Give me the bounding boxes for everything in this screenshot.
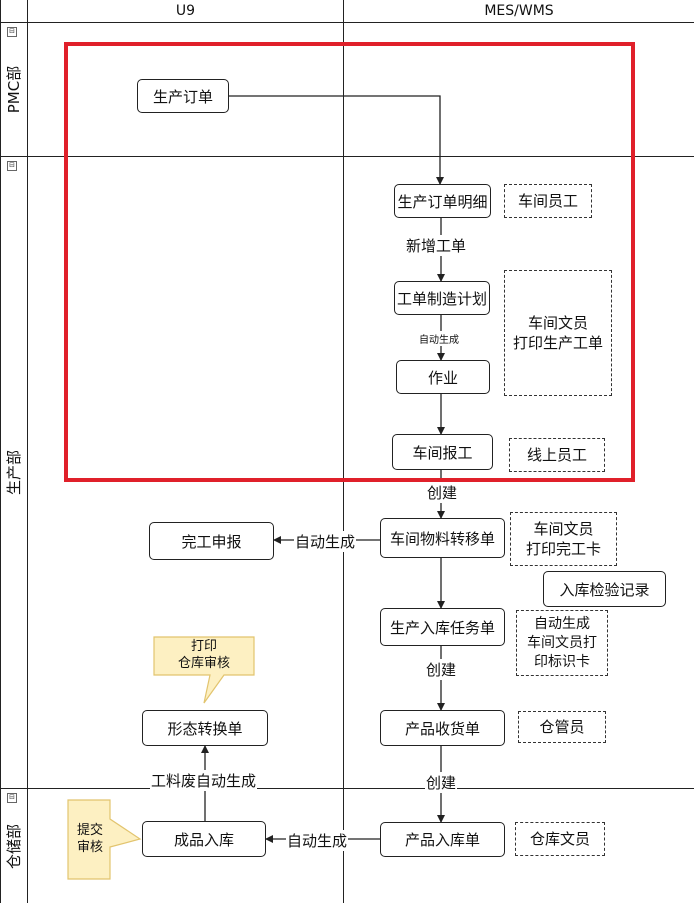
- highlight-box: [64, 42, 635, 482]
- node-inbound-inspection[interactable]: 入库检验记录: [543, 571, 666, 607]
- label-create-2: 创建: [425, 659, 458, 680]
- node-workshop-report[interactable]: 车间报工: [392, 434, 493, 470]
- role-workshop-clerk-print-order: 车间文员 打印生产工单: [504, 270, 612, 396]
- node-job[interactable]: 作业: [396, 360, 490, 394]
- left-border: [0, 0, 1, 903]
- role-auto-clerk-print-label: 自动生成 车间文员打 印标识卡: [516, 610, 608, 676]
- role-warehouse-clerk: 仓库文员: [515, 822, 605, 856]
- node-completion-report[interactable]: 完工申报: [149, 522, 274, 560]
- header-divider: [0, 22, 694, 23]
- label-create-3: 创建: [425, 772, 458, 793]
- label-auto-generate-small: 自动生成: [419, 331, 459, 346]
- node-form-conversion[interactable]: 形态转换单: [142, 710, 268, 746]
- label-scrap-auto-generate: 工料废自动生成: [150, 770, 258, 791]
- column-header-u9: U9: [175, 3, 196, 19]
- role-warehouse-keeper: 仓管员: [518, 711, 606, 743]
- label-auto-generate-2: 自动生成: [286, 830, 349, 851]
- collapse-pmc-icon[interactable]: ⊟: [7, 27, 17, 37]
- edge-order-to-detail: [229, 95, 444, 185]
- lane-divider-warehouse: [0, 788, 694, 789]
- lane-label-divider: [27, 0, 28, 903]
- callout-submit-review-shape: [67, 799, 142, 880]
- node-product-receipt[interactable]: 产品收货单: [380, 710, 505, 746]
- node-product-inbound[interactable]: 产品入库单: [380, 822, 505, 857]
- callout-submit-review: 提交 审核: [76, 823, 103, 855]
- node-finished-inbound[interactable]: 成品入库: [142, 821, 266, 857]
- callout-print-review-shape: [153, 636, 255, 704]
- role-workshop-clerk-print-card: 车间文员 打印完工卡: [510, 512, 617, 566]
- collapse-warehouse-icon[interactable]: ⊟: [7, 793, 17, 803]
- node-work-order-plan[interactable]: 工单制造计划: [394, 281, 490, 315]
- lane-divider-pmc: [0, 156, 694, 157]
- label-add-work-order: 新增工单: [405, 235, 468, 256]
- node-production-order[interactable]: 生产订单: [137, 79, 229, 113]
- column-header-mes-wms: MES/WMS: [484, 3, 554, 19]
- collapse-production-icon[interactable]: ⊟: [7, 161, 17, 171]
- node-production-order-detail[interactable]: 生产订单明细: [394, 184, 491, 218]
- role-workshop-staff: 车间员工: [504, 184, 592, 218]
- node-production-inbound-task[interactable]: 生产入库任务单: [380, 608, 505, 646]
- label-auto-generate-1: 自动生成: [294, 531, 357, 552]
- callout-print-review: 打印 仓库审核: [177, 639, 230, 671]
- role-line-staff: 线上员工: [509, 438, 605, 472]
- node-workshop-material-transfer[interactable]: 车间物料转移单: [380, 518, 505, 558]
- column-divider: [343, 0, 344, 903]
- label-create-1: 创建: [426, 482, 459, 503]
